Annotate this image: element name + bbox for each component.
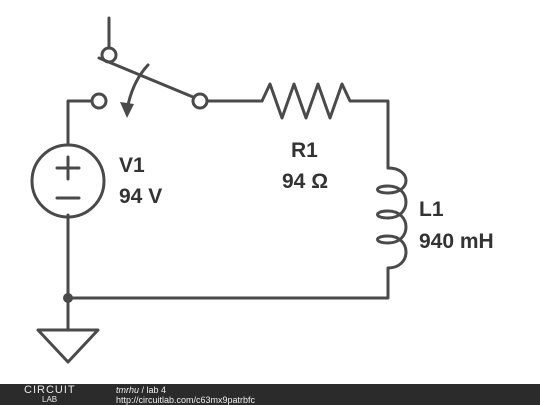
- wire-resistor-to-inductor: [354, 99, 390, 170]
- voltage-source-symbol: [30, 143, 106, 219]
- inductor-name-label: L1: [419, 198, 444, 221]
- title-separator: /: [139, 385, 147, 395]
- logo-text-top: CIRCUIT: [24, 384, 76, 396]
- resistor-name-label: R1: [291, 139, 318, 162]
- logo-text-bottom: LAB: [42, 395, 58, 404]
- inductor-value-label: 940 mH: [419, 230, 494, 253]
- wire-inductor-to-bottom: [66, 266, 390, 300]
- project-title[interactable]: lab 4: [146, 385, 167, 395]
- switch-blade: [97, 56, 195, 99]
- switch-terminal-right: [191, 92, 209, 110]
- switch-terminal-left: [90, 92, 108, 110]
- author-link[interactable]: tmrhu: [116, 385, 140, 395]
- junction-dot: [63, 293, 73, 303]
- inductor-symbol: [376, 166, 408, 270]
- circuit-url-link[interactable]: http://circuitlab.com/c63mx9patrbfc: [116, 395, 256, 405]
- wire-top-left: [66, 99, 93, 147]
- resistor-symbol: [260, 82, 358, 120]
- switch-arrow-head-icon: [120, 102, 134, 118]
- ground-symbol: [36, 328, 100, 364]
- footer-meta: tmrhu / lab 4 http://circuitlab.com/c63m…: [116, 385, 255, 405]
- footer-bar: CIRCUIT LAB tmrhu / lab 4 http://circuit…: [0, 384, 540, 405]
- source-value-label: 94 V: [119, 185, 162, 208]
- resistor-value-label: 94 Ω: [282, 170, 328, 193]
- circuitlab-logo[interactable]: CIRCUIT LAB: [24, 385, 76, 404]
- circuit-schematic: V1 94 V R1 94 Ω L1 940 mH: [30, 16, 494, 364]
- source-name-label: V1: [119, 154, 145, 177]
